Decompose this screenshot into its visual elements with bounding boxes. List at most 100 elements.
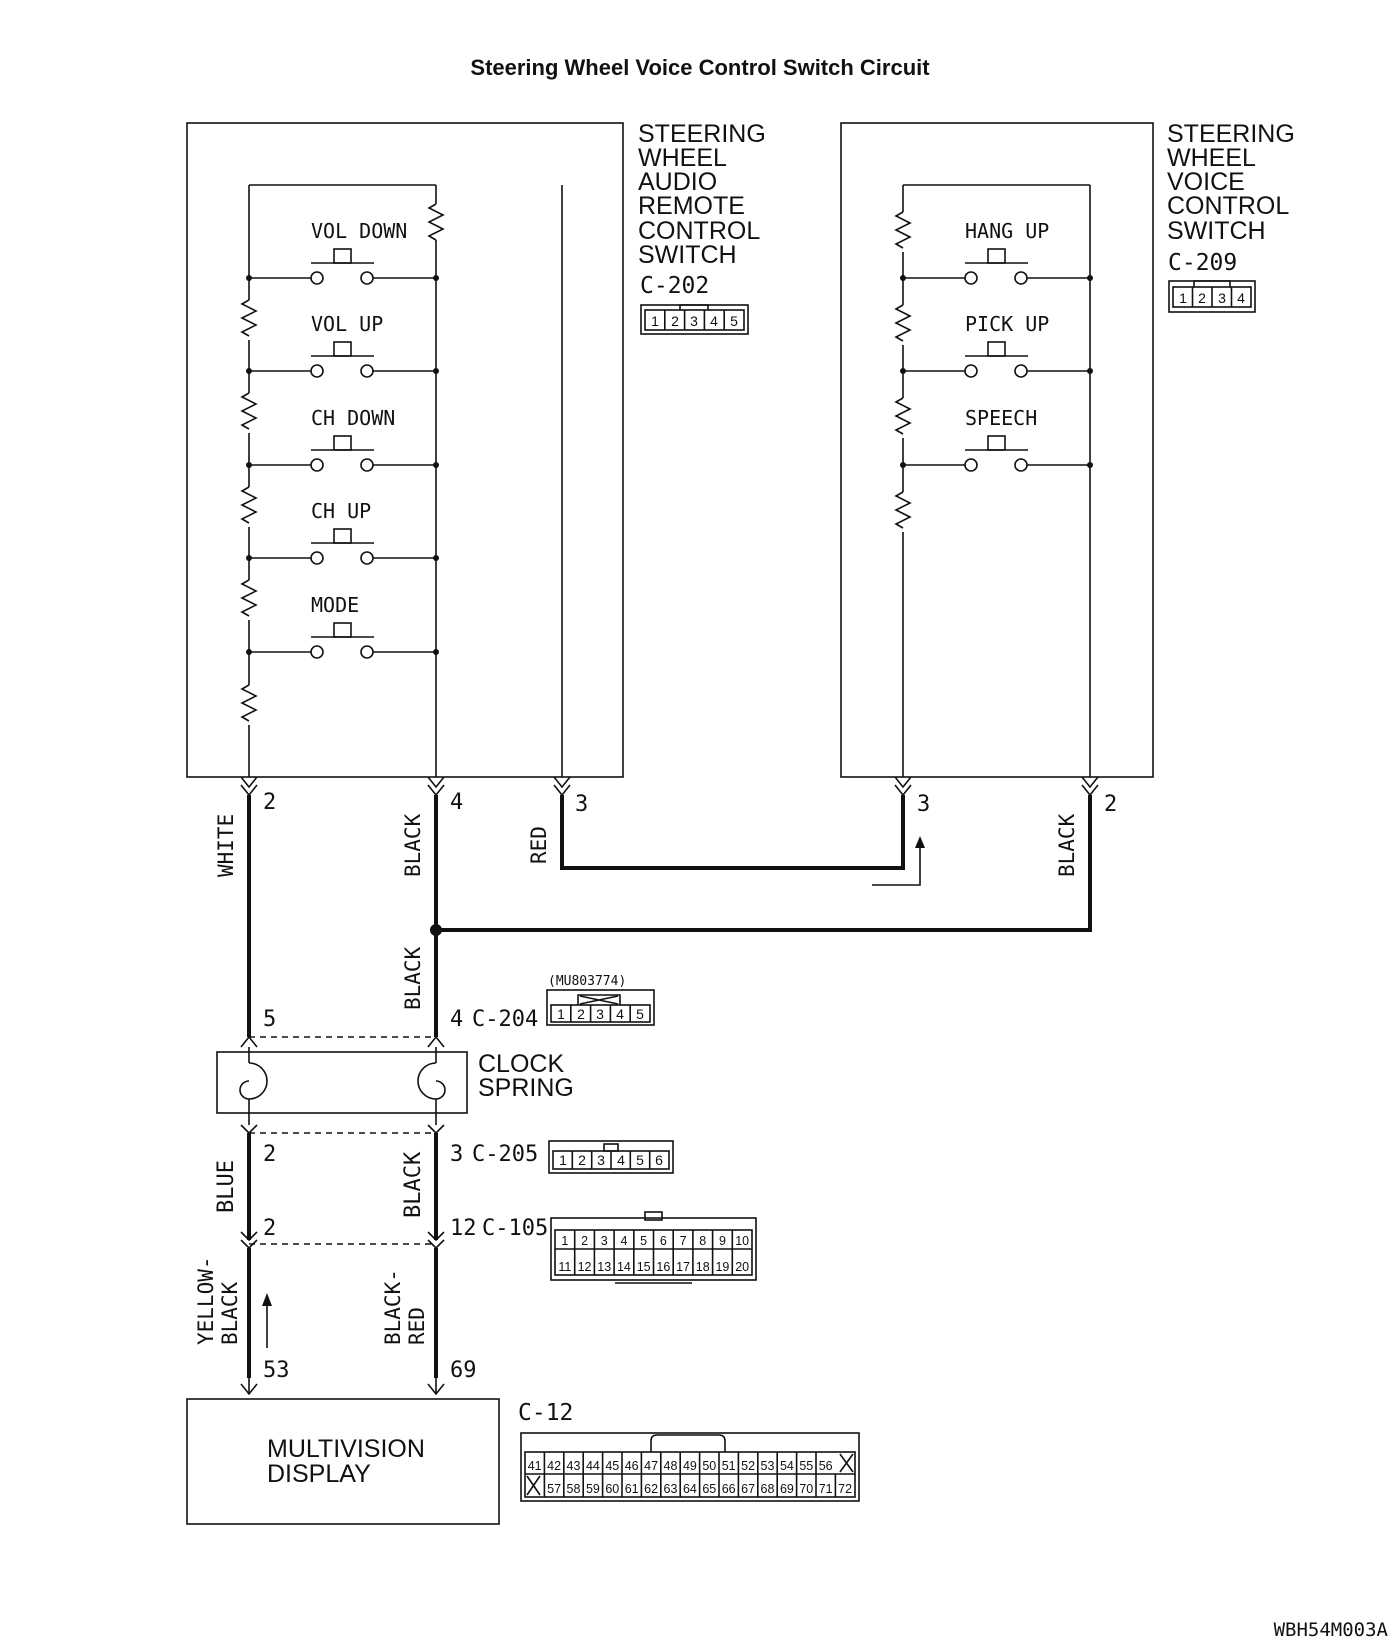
pin-label: 54 (780, 1459, 794, 1473)
pin-label: 19 (715, 1260, 729, 1274)
c205-left-terminal-icon (240, 1124, 258, 1135)
switch-hang-up-icon (900, 248, 1093, 285)
flow-arrow-icon (872, 838, 921, 886)
pin-label: 3 (597, 1152, 605, 1168)
pin-label: 45 (605, 1459, 619, 1473)
wire-label-blue: BLUE (214, 1160, 239, 1213)
voice-pin-2-label: 2 (1104, 792, 1117, 817)
pin-label: 8 (699, 1234, 706, 1248)
pin-label: 56 (819, 1459, 833, 1473)
button-hang-up-label: HANG UP (965, 219, 1049, 243)
button-speech-label: SPEECH (965, 406, 1037, 430)
pin-label: 1 (1179, 290, 1187, 306)
c202-label: C-202 (640, 273, 709, 299)
clock-spring-coil-right-icon (417, 1047, 446, 1125)
signal-arrowhead-icon (262, 1293, 272, 1306)
voice-pin-2-arrow-icon (1081, 776, 1099, 797)
pin-label: 16 (656, 1260, 670, 1274)
wire-label-black: BLACK (401, 813, 425, 877)
wire-label-yellow-black: BLACK (218, 1281, 242, 1345)
switch-vol-up-icon (246, 341, 439, 378)
pin-label: 13 (597, 1260, 611, 1274)
display-label: MULTIVISION (267, 1435, 425, 1463)
c209-label: C-209 (1168, 250, 1237, 276)
pin-label: 49 (683, 1459, 697, 1473)
pin-label: 17 (676, 1260, 690, 1274)
c205-pin-3-label: 3 (450, 1142, 463, 1167)
pin-label: 2 (671, 313, 679, 329)
clock-spring-label: CLOCK (478, 1050, 564, 1078)
pin-label: 52 (741, 1459, 755, 1473)
pin-label: 70 (799, 1482, 813, 1496)
display-pin-69-label: 69 (450, 1358, 477, 1383)
wire-label-black: BLACK (1055, 813, 1079, 877)
audio-label-line: WHEEL (638, 144, 727, 172)
voice-label-line: WHEEL (1167, 144, 1256, 172)
clock-spring-box (216, 1051, 468, 1114)
c204-left-terminal-icon (240, 1035, 258, 1048)
switch-pick-up-icon (900, 341, 1093, 378)
button-vol-up-label: VOL UP (311, 312, 383, 336)
audio-label-line: REMOTE (638, 192, 745, 220)
pin-label: 3 (690, 313, 698, 329)
harness-wires: WHITE BLACK RED BLACK BLACK (214, 795, 1092, 1037)
pin-label: 42 (547, 1459, 561, 1473)
pin-label: 4 (617, 1152, 625, 1168)
c205-right-terminal-icon (427, 1124, 445, 1135)
multivision-display-box (186, 1398, 500, 1525)
c12-unused-cavity-icon (839, 1453, 854, 1473)
pin-label: 66 (722, 1482, 736, 1496)
button-vol-down-label: VOL DOWN (311, 219, 407, 243)
wire-label-black-red: RED (405, 1307, 429, 1345)
pin-label: 46 (625, 1459, 639, 1473)
pin-label: 41 (528, 1459, 542, 1473)
wire-label-black: BLACK (401, 1151, 426, 1218)
pin-label: 69 (780, 1482, 794, 1496)
pin-label: 1 (557, 1006, 565, 1022)
pin-label: 18 (696, 1260, 710, 1274)
pin-label: 10 (735, 1234, 749, 1248)
c204-pin-4-label: 4 (450, 1007, 463, 1032)
pin-label: 57 (547, 1482, 561, 1496)
c205-pin-2-label: 2 (263, 1142, 276, 1167)
pin-label: 67 (741, 1482, 755, 1496)
pin-label: 51 (722, 1459, 736, 1473)
pin-label: 5 (636, 1006, 644, 1022)
c204-section: (MU803774) 1 2 3 4 5 5 4 C-204 (240, 974, 655, 1048)
switch-ch-down-icon (246, 435, 439, 472)
clock-spring: CLOCK SPRING (216, 1047, 574, 1125)
pin-label: 1 (651, 313, 659, 329)
c105-label: C-105 (482, 1216, 548, 1241)
pin-label: 68 (761, 1482, 775, 1496)
pin-label: 2 (578, 1152, 586, 1168)
wire-label-yellow-black: YELLOW- (194, 1256, 218, 1345)
wire-label-black-red: BLACK- (381, 1269, 405, 1345)
pin-4-arrow-icon (427, 776, 445, 797)
c205-section: 2 3 C-205 BLUE BLACK 1 2 3 4 5 6 (214, 1124, 674, 1240)
wire-label-black: BLACK (401, 946, 425, 1010)
c204-pin-5-label: 5 (263, 1007, 276, 1032)
audio-pin-3-label: 3 (575, 792, 588, 817)
pin-label: 2 (577, 1006, 585, 1022)
switch-speech-icon (900, 435, 1093, 472)
voice-pin-3-arrow-icon (894, 776, 912, 797)
pin-label: 5 (640, 1234, 647, 1248)
button-ch-up-label: CH UP (311, 499, 371, 523)
pin-label: 65 (702, 1482, 716, 1496)
audio-label-line: CONTROL (638, 217, 760, 245)
pin-label: 72 (838, 1482, 852, 1496)
pin-label: 14 (617, 1260, 631, 1274)
c204-connector-icon: 1 2 3 4 5 (546, 989, 655, 1026)
pin-label: 53 (761, 1459, 775, 1473)
pin-label: 47 (644, 1459, 658, 1473)
voice-label-line: SWITCH (1167, 217, 1266, 245)
audio-label-line: STEERING (638, 120, 766, 148)
c204-label: C-204 (472, 1007, 538, 1032)
pin-label: 71 (819, 1482, 833, 1496)
pin-label: 15 (637, 1260, 651, 1274)
